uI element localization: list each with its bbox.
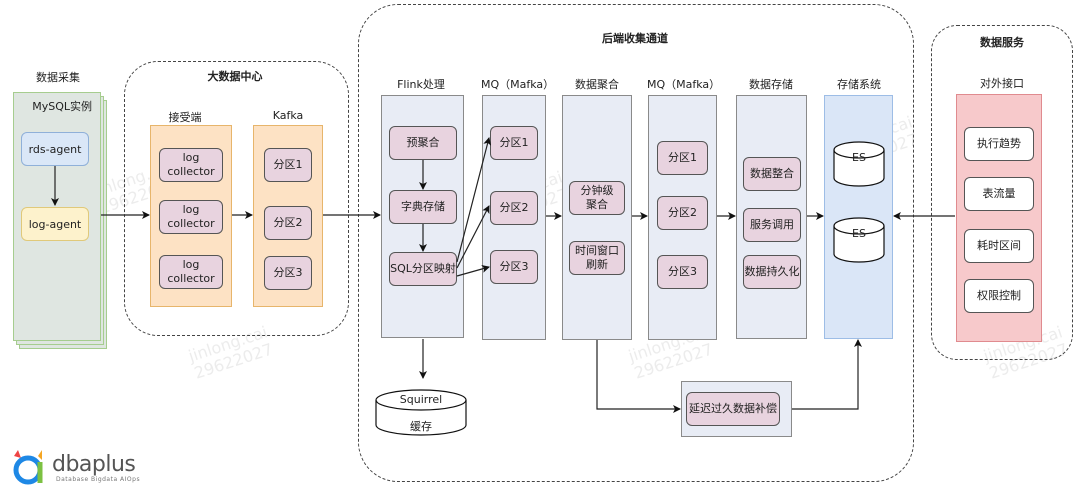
kafka-title: Kafka: [272, 109, 304, 122]
data-service-region: [931, 25, 1073, 360]
minute-aggregation: 分钟级 聚合: [569, 181, 625, 215]
receiver-title: 接受端: [168, 111, 202, 124]
data-integration: 数据整合: [743, 157, 801, 191]
service-call: 服务调用: [743, 208, 801, 242]
kafka-partition-1: 分区1: [264, 148, 312, 182]
kafka-partition-2: 分区2: [264, 206, 312, 240]
cache-text: 缓存: [410, 420, 432, 433]
mq2-partition-1: 分区1: [657, 141, 708, 175]
dbaplus-logo: dbaplus Database Bigdata AIOps: [8, 450, 148, 486]
storage-system-column: [824, 95, 893, 339]
mq2-title: MQ（Mafka）: [647, 78, 721, 91]
bigdata-center-region: [124, 61, 349, 336]
sql-partition-mapping: SQL分区映射: [389, 252, 457, 286]
mq1-partition-3: 分区3: [490, 250, 538, 284]
delayed-data-compensation: 延迟过久数据补偿: [686, 392, 780, 426]
dbaplus-logo-tagline: Database Bigdata AIOps: [56, 476, 141, 483]
log-collector-2: log collector: [159, 200, 223, 234]
backend-channel-title: 后端收集通道: [602, 32, 668, 45]
log-collector-1: log collector: [159, 148, 223, 182]
aggregation-title: 数据聚合: [575, 78, 619, 91]
backend-channel-region: [358, 4, 914, 482]
api-title: 对外接口: [980, 77, 1024, 90]
api-permission-control: 权限控制: [964, 279, 1034, 313]
kafka-partition-3: 分区3: [264, 256, 312, 290]
time-window-refresh: 时间窗口 刷新: [569, 241, 625, 275]
es-text-1: ES: [852, 151, 866, 164]
api-table-traffic: 表流量: [964, 177, 1034, 211]
squirrel-text: Squirrel: [399, 393, 443, 406]
es-text-2: ES: [852, 227, 866, 240]
aggregation-column: [562, 95, 632, 340]
data-persistence: 数据持久化: [743, 255, 801, 289]
collection-title: 数据采集: [36, 71, 80, 84]
time-window-refresh-label: 时间窗口 刷新: [575, 244, 619, 271]
mq2-partition-2: 分区2: [657, 196, 708, 230]
dbaplus-logo-icon: [13, 450, 43, 485]
pre-aggregation: 预聚合: [389, 126, 457, 160]
flink-title: Flink处理: [397, 78, 445, 91]
mysql-instance-label: MySQL实例: [32, 100, 92, 113]
data-service-title: 数据服务: [980, 36, 1024, 49]
mq2-partition-3: 分区3: [657, 255, 708, 289]
mq1-partition-2: 分区2: [490, 191, 538, 225]
mq1-title: MQ（Mafka）: [481, 78, 555, 91]
api-latency-range: 耗时区间: [964, 229, 1034, 263]
minute-aggregation-label: 分钟级 聚合: [580, 184, 614, 211]
log-agent: log-agent: [21, 207, 89, 241]
mq1-partition-1: 分区1: [490, 126, 538, 160]
storage-system-title: 存储系统: [837, 78, 881, 91]
api-execution-trend: 执行趋势: [964, 127, 1034, 161]
log-collector-3: log collector: [159, 255, 223, 289]
dbaplus-logo-text: dbaplus: [52, 452, 136, 477]
dictionary-storage: 字典存储: [389, 190, 457, 224]
rds-agent: rds-agent: [21, 132, 89, 166]
bigdata-center-title: 大数据中心: [207, 70, 263, 83]
data-storage-title: 数据存储: [749, 78, 793, 91]
